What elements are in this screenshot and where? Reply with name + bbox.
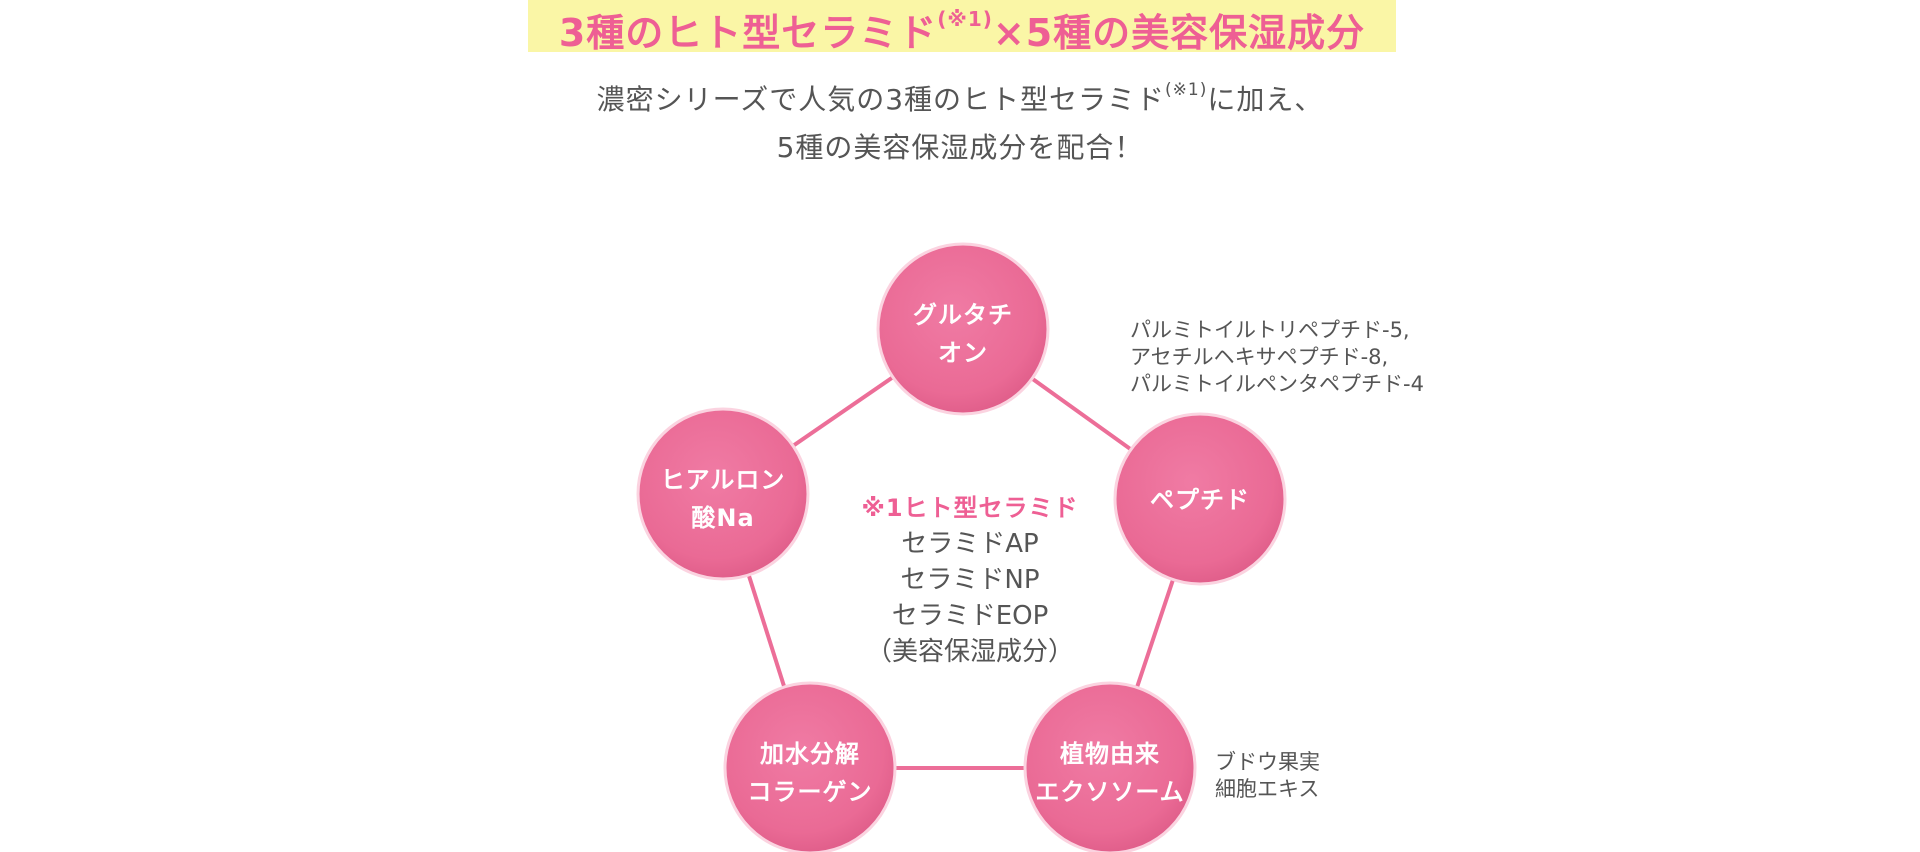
headline-main: 3種のヒト型セラミド: [558, 11, 938, 55]
ceramide-item: （美容保湿成分）: [865, 637, 1074, 667]
subtitle-line-2: 5種の美容保湿成分を配合！: [776, 131, 1144, 164]
peptide-note: パルミトイルトリペプチド-5, アセチルヘキサペプチド-8, パルミトイルペンタ…: [1130, 317, 1424, 398]
node-label-line: 加水分解: [760, 740, 860, 768]
node-label-collagen: 加水分解 コラーゲン: [730, 735, 890, 811]
node-label-peptide: ペプチド: [1120, 481, 1280, 519]
exosome-note-line: ブドウ果実: [1215, 750, 1320, 774]
node-circle-peptide: [1113, 412, 1287, 586]
node-label-line: ヒアルロン: [660, 466, 786, 494]
headline-banner: 3種のヒト型セラミド(※1)×5種の美容保湿成分: [528, 0, 1396, 55]
node-label-line: コラーゲン: [747, 778, 873, 806]
node-circles: [636, 242, 1287, 852]
headline-footnote-ref: (※1): [937, 7, 993, 31]
peptide-note-line: パルミトイルペンタペプチド-4: [1130, 372, 1424, 396]
ceramide-footnote-title: ※1ヒト型セラミド: [861, 494, 1079, 522]
node-label-line: グルタチ: [913, 301, 1013, 329]
node-circle-glutathione: [876, 242, 1050, 416]
ceramide-item: セラミドAP: [901, 529, 1039, 559]
exosome-note: ブドウ果実 細胞エキス: [1215, 749, 1320, 803]
node-label-line: 酸Na: [691, 504, 755, 532]
node-label-line: 植物由来: [1060, 740, 1160, 768]
ceramide-item: セラミドEOP: [891, 601, 1049, 631]
ceramide-item: セラミドNP: [900, 565, 1040, 595]
subtitle-footnote-ref: (※1): [1165, 80, 1208, 100]
node-label-glutathione: グルタチ オン: [883, 296, 1043, 372]
node-label-line: ペプチド: [1150, 486, 1250, 514]
node-label-line: オン: [938, 339, 988, 367]
ceramide-footnote: ※1ヒト型セラミド セラミドAP セラミドNP セラミドEOP （美容保湿成分）: [820, 490, 1120, 670]
node-label-hyaluronic: ヒアルロン 酸Na: [643, 461, 803, 537]
peptide-note-line: アセチルヘキサペプチド-8,: [1130, 345, 1389, 369]
subtitle-line-1-post: に加え、: [1207, 83, 1324, 116]
node-circle-hyaluronic: [636, 407, 810, 581]
peptide-note-line: パルミトイルトリペプチド-5,: [1130, 318, 1410, 342]
node-circle-collagen: [723, 681, 897, 852]
exosome-note-line: 細胞エキス: [1215, 777, 1320, 801]
node-label-exosome: 植物由来 エクソソーム: [1020, 735, 1200, 811]
subtitle-line-1: 濃密シリーズで人気の3種のヒト型セラミド(※1)に加え、: [0, 78, 1920, 118]
headline-rest: ×5種の美容保湿成分: [992, 11, 1366, 55]
subtitle-line-1-pre: 濃密シリーズで人気の3種のヒト型セラミド: [596, 83, 1166, 116]
headline-text: 3種のヒト型セラミド(※1)×5種の美容保湿成分: [528, 2, 1396, 57]
node-circle-exosome: [1023, 681, 1197, 852]
node-label-line: エクソソーム: [1035, 778, 1185, 806]
